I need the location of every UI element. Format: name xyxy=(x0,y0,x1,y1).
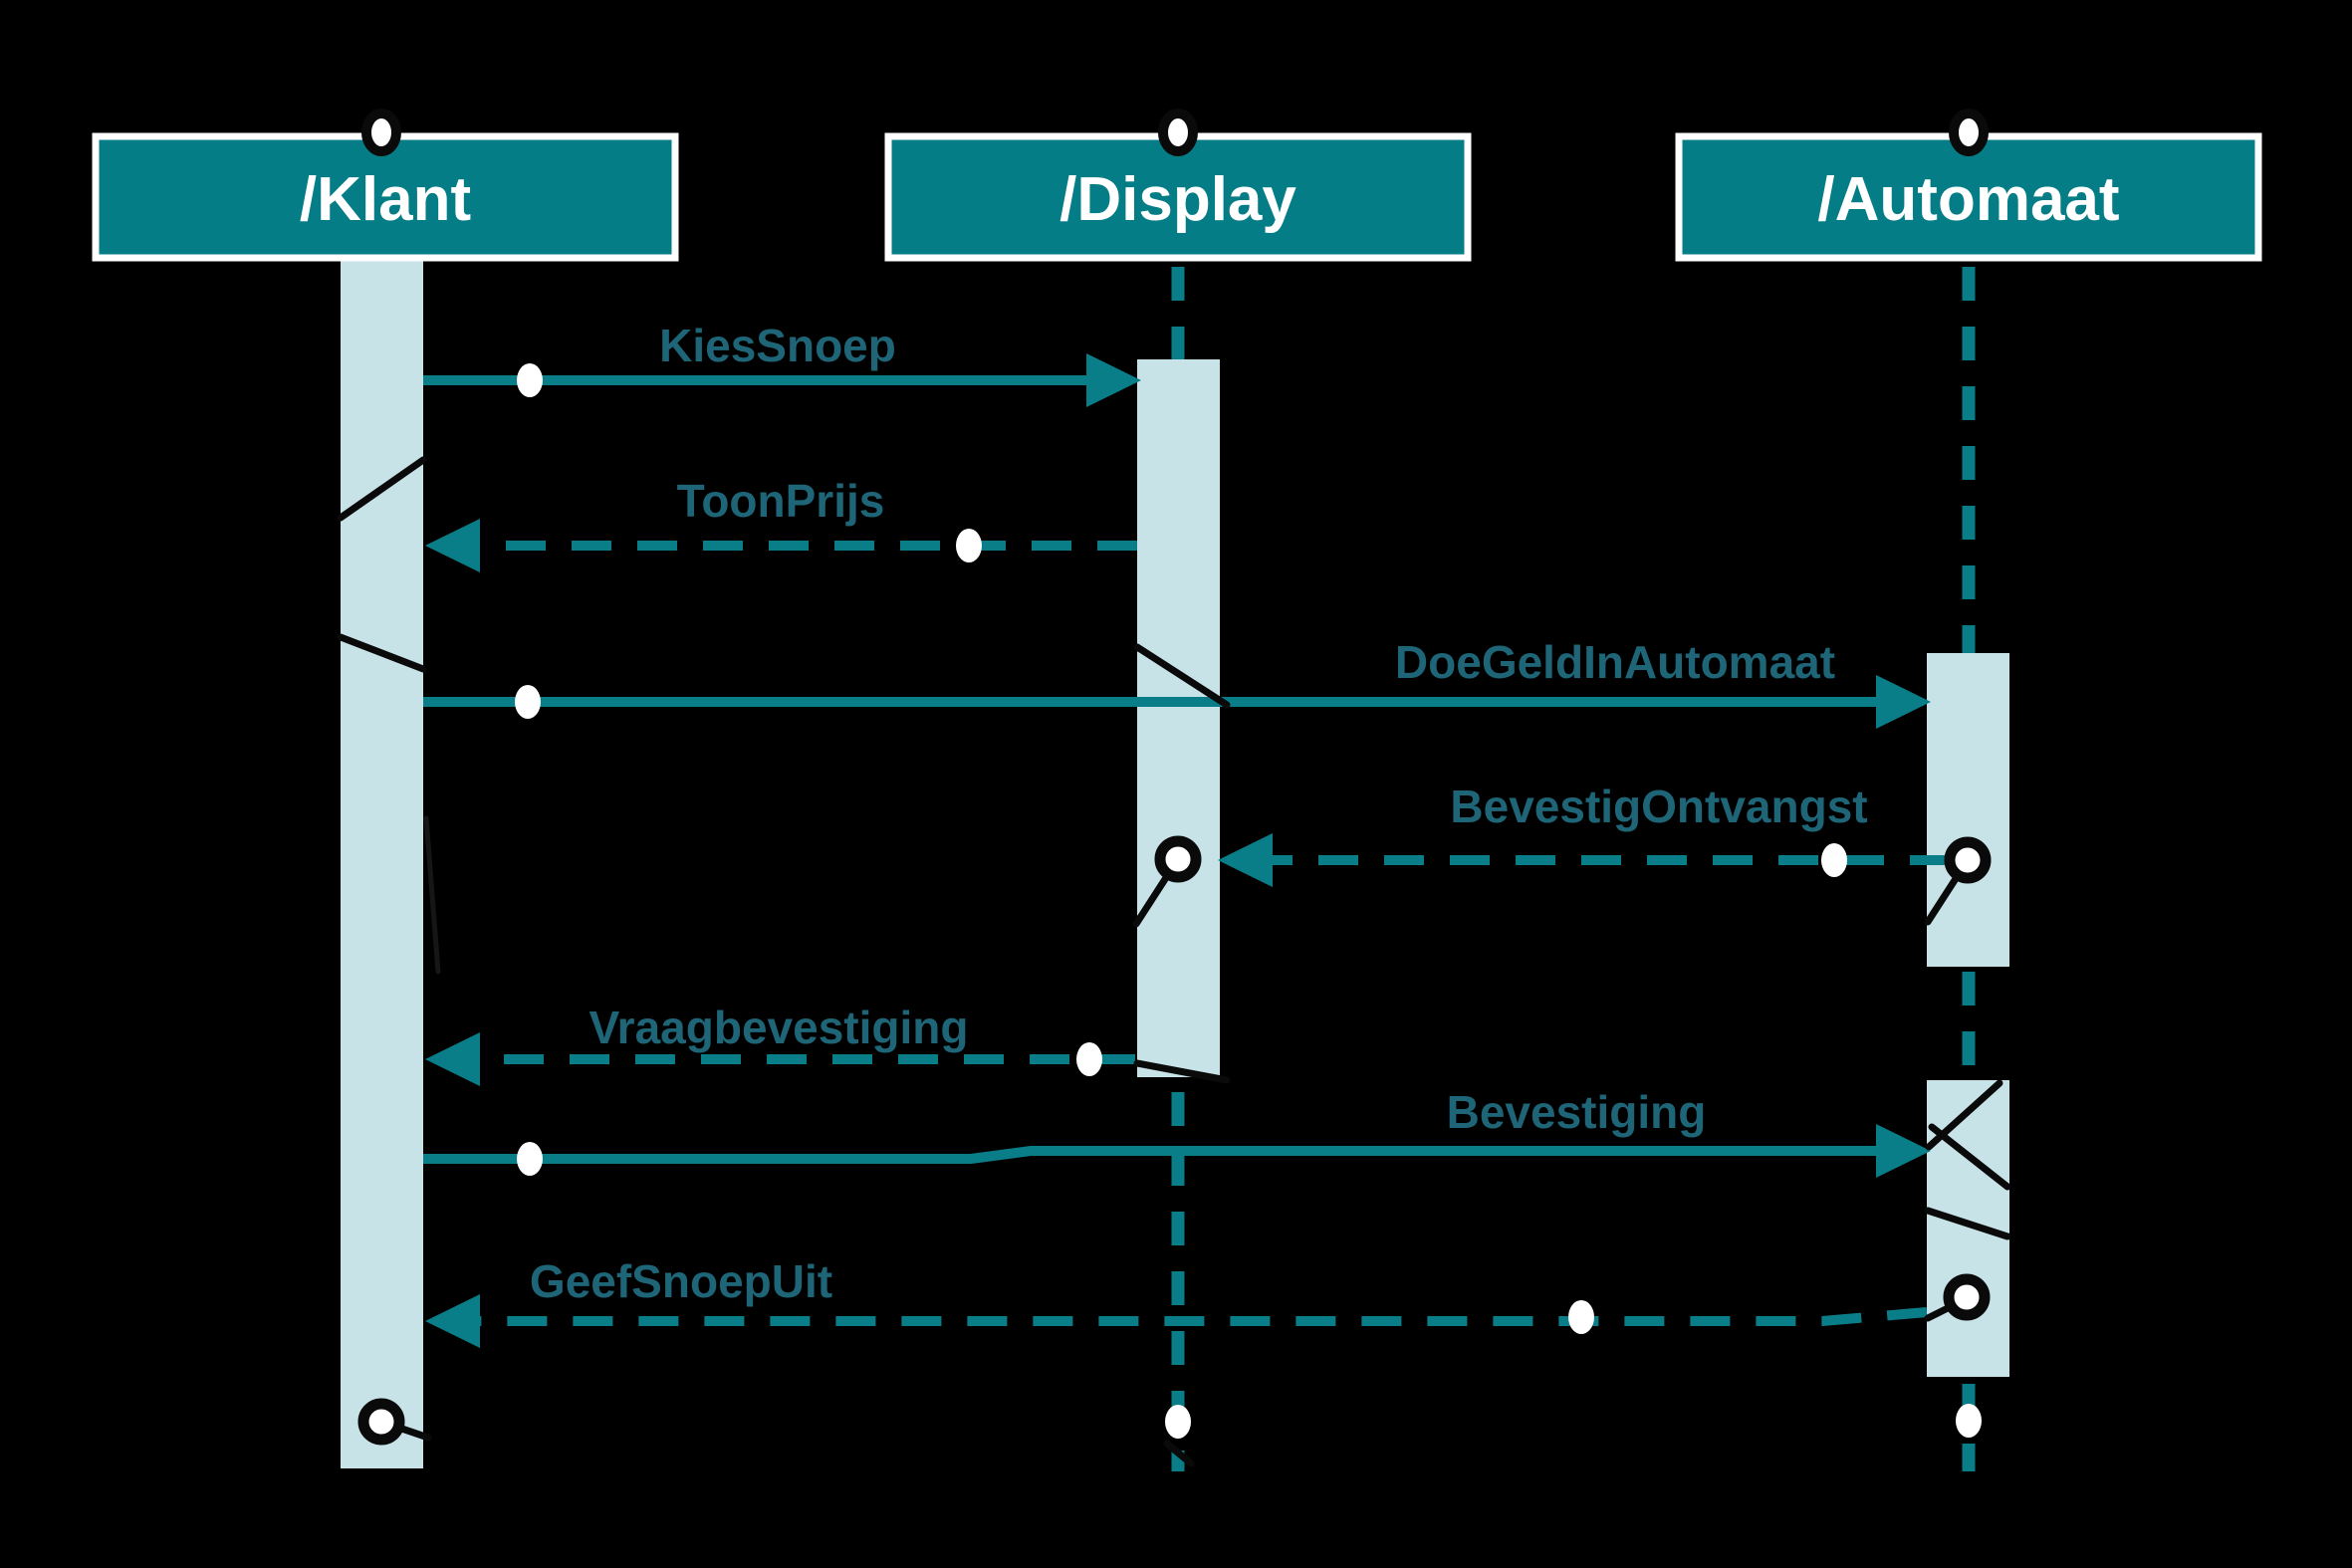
sketch-line xyxy=(1133,1059,1231,1084)
endpoint-ring-geefsnoepuit[interactable] xyxy=(1943,1273,1991,1321)
midpoint-handle[interactable] xyxy=(1568,1300,1594,1334)
message-doegeldinautomaat[interactable] xyxy=(423,675,1931,729)
midpoint-handle[interactable] xyxy=(956,529,982,562)
message-label-kiessnoep: KiesSnoep xyxy=(659,320,896,371)
message-bevestigontvangst[interactable] xyxy=(1218,833,1950,887)
midpoint-handle[interactable] xyxy=(515,685,541,719)
activation-automaat-1[interactable] xyxy=(1927,653,2009,967)
message-label-bevestiging: Bevestiging xyxy=(1447,1086,1707,1138)
message-label-bevestigontvangst: BevestigOntvangst xyxy=(1450,781,1867,832)
message-label-vraagbevestiging: Vraagbevestiging xyxy=(589,1002,969,1053)
message-geefsnoepuit[interactable] xyxy=(425,1294,1928,1348)
sketch-line xyxy=(337,456,427,522)
endpoint-ring-automaat[interactable] xyxy=(1944,836,1992,884)
message-vraagbevestiging[interactable] xyxy=(425,1032,1135,1086)
sketch-line xyxy=(1924,1207,2011,1240)
endpoint-ring-klant-bottom[interactable] xyxy=(357,1398,405,1446)
top-port-automaat[interactable] xyxy=(1949,109,1989,156)
sketch-line xyxy=(1163,1440,1195,1467)
activation-display[interactable] xyxy=(1137,359,1220,1077)
endpoint-ring-display[interactable] xyxy=(1154,835,1202,883)
top-port-klant[interactable] xyxy=(361,109,401,156)
message-toonprijs[interactable] xyxy=(425,519,1137,572)
participant-label-automaat: /Automaat xyxy=(1817,165,2119,234)
message-bevestiging[interactable] xyxy=(423,1124,1931,1178)
lifeline-end-dot-automaat[interactable] xyxy=(1956,1404,1982,1438)
participant-automaat[interactable]: /Automaat xyxy=(1675,132,2262,262)
sketch-line xyxy=(1133,643,1231,709)
lifeline-end-dot-display[interactable] xyxy=(1165,1405,1191,1439)
message-label-toonprijs: ToonPrijs xyxy=(677,475,885,527)
midpoint-handle[interactable] xyxy=(1076,1042,1102,1076)
message-label-doegeldinautomaat: DoeGeldInAutomaat xyxy=(1395,636,1835,688)
activation-klant[interactable] xyxy=(341,261,423,1468)
sketch-line xyxy=(423,815,441,975)
participant-label-klant: /Klant xyxy=(300,165,471,234)
midpoint-handle[interactable] xyxy=(1821,843,1847,877)
message-label-geefsnoepuit: GeefSnoepUit xyxy=(530,1255,832,1307)
midpoint-handle[interactable] xyxy=(517,363,543,397)
sketch-line xyxy=(1928,1123,2011,1191)
sketch-line xyxy=(337,633,427,673)
top-port-display[interactable] xyxy=(1158,109,1198,156)
midpoint-handle[interactable] xyxy=(517,1142,543,1176)
participant-klant[interactable]: /Klant xyxy=(92,132,679,262)
activation-automaat-2[interactable] xyxy=(1927,1080,2009,1377)
participant-label-display: /Display xyxy=(1059,165,1296,234)
